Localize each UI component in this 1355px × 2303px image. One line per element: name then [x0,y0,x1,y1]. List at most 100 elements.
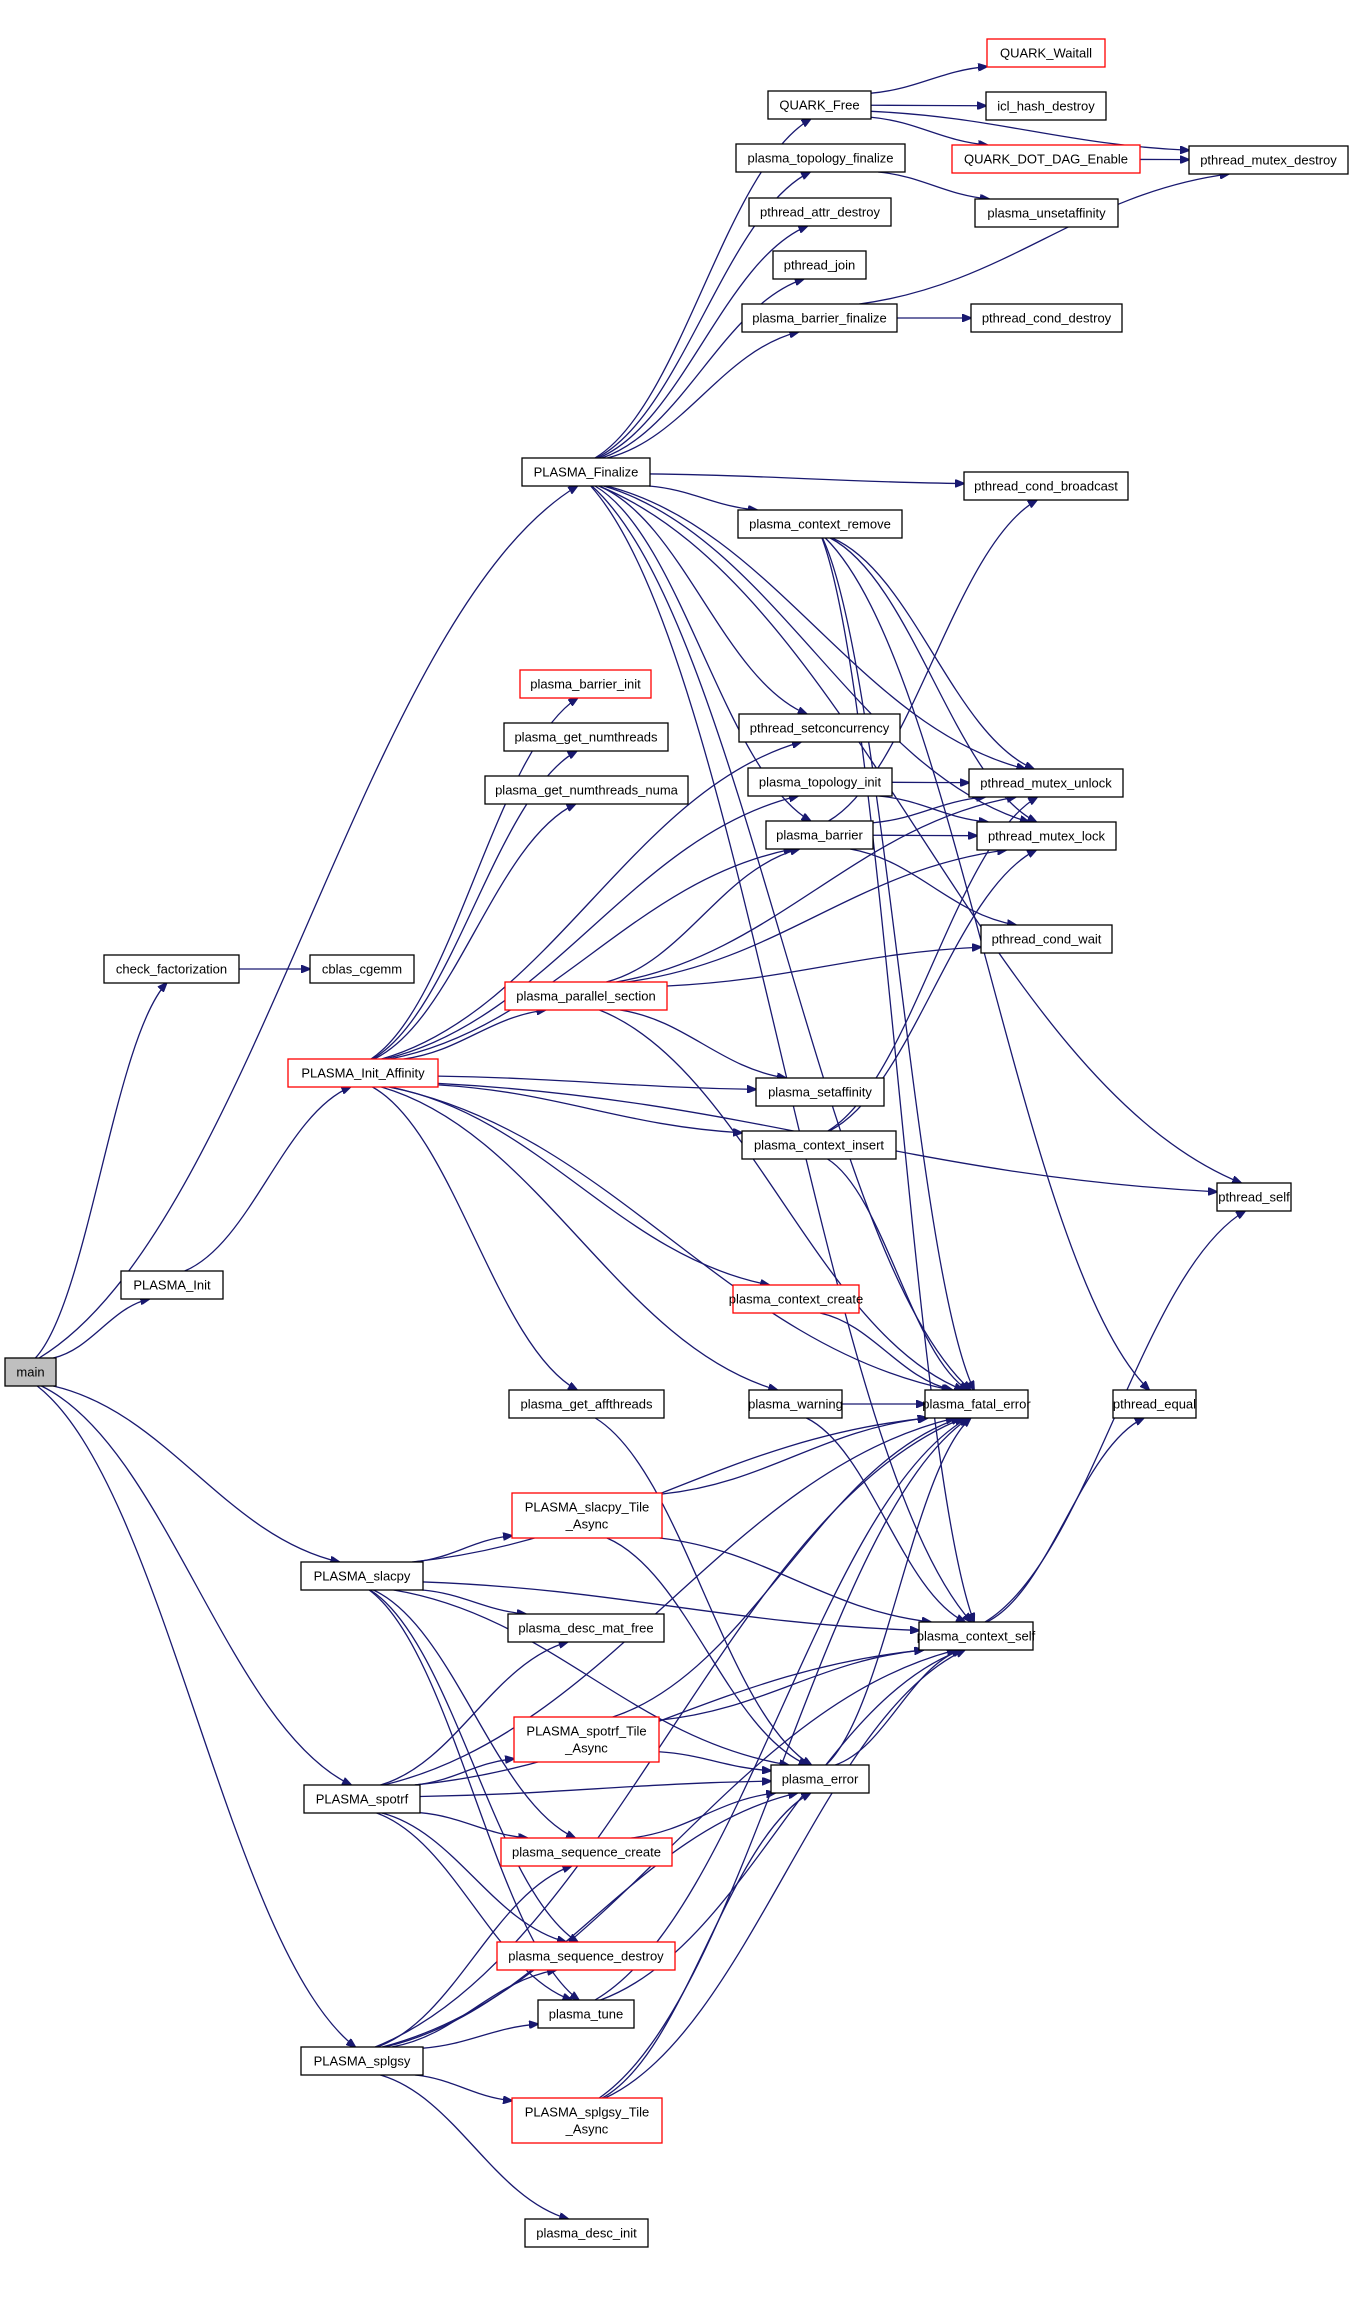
node-plasma-topology-finalize[interactable]: plasma_topology_finalize [735,143,906,173]
node-plasma-warning[interactable]: plasma_warning [748,1389,843,1419]
node-plasma-init[interactable]: PLASMA_Init [120,1270,224,1300]
node-plasma-context-self[interactable]: plasma_context_self [917,1621,1036,1651]
node-check-factorization[interactable]: check_factorization [103,954,240,984]
node-plasma-unsetaffinity[interactable]: plasma_unsetaffinity [974,198,1119,228]
node-box[interactable] [772,250,867,280]
node-box[interactable] [968,768,1124,798]
node-box[interactable] [300,2046,424,2076]
node-plasma-barrier-finalize[interactable]: plasma_barrier_finalize [741,303,898,333]
node-pthread-self[interactable]: pthread_self [1216,1182,1292,1212]
node-box[interactable] [300,1561,424,1591]
node-main[interactable]: main [4,1357,57,1387]
node-box[interactable] [303,1784,421,1814]
node-plasma-fatal-error[interactable]: plasma_fatal_error [922,1389,1031,1419]
node-pthread-cond-broadcast[interactable]: pthread_cond_broadcast [963,471,1129,501]
node-plasma-context-create[interactable]: plasma_context_create [729,1284,863,1314]
node-box[interactable] [511,2097,663,2144]
node-plasma-get-numthreads[interactable]: plasma_get_numthreads [503,722,669,752]
node-box[interactable] [4,1357,57,1387]
node-pthread-attr-destroy[interactable]: pthread_attr_destroy [748,197,892,227]
node-box[interactable] [985,91,1107,121]
node-plasma-splgsy[interactable]: PLASMA_splgsy [300,2046,424,2076]
node-box[interactable] [484,775,689,805]
node-plasma-init-affinity[interactable]: PLASMA_Init_Affinity [287,1058,439,1088]
node-box[interactable] [1216,1182,1292,1212]
node-plasma-slacpy[interactable]: PLASMA_slacpy [300,1561,424,1591]
node-box[interactable] [103,954,240,984]
node-plasma-sequence-destroy[interactable]: plasma_sequence_destroy [496,1941,676,1971]
node-box[interactable] [503,722,669,752]
node-box[interactable] [735,143,906,173]
node-pthread-equal[interactable]: pthread_equal [1112,1389,1197,1419]
node-plasma-finalize[interactable]: PLASMA_Finalize [521,457,651,487]
node-icl-hash-destroy[interactable]: icl_hash_destroy [985,91,1107,121]
node-box[interactable] [513,1716,660,1763]
node-plasma-splgsy-tile-async[interactable]: PLASMA_splgsy_Tile_Async [511,2097,663,2144]
node-plasma-context-insert[interactable]: plasma_context_insert [741,1130,897,1160]
node-box[interactable] [747,767,893,797]
node-box[interactable] [287,1058,439,1088]
node-plasma-context-remove[interactable]: plasma_context_remove [737,509,903,539]
node-box[interactable] [765,820,874,850]
node-box[interactable] [507,1613,665,1643]
node-box[interactable] [918,1621,1034,1651]
node-box[interactable] [770,1764,870,1794]
node-box[interactable] [1188,145,1349,175]
node-box[interactable] [970,303,1123,333]
node-plasma-error[interactable]: plasma_error [770,1764,870,1794]
node-box[interactable] [738,713,901,743]
node-plasma-barrier-init[interactable]: plasma_barrier_init [519,669,652,699]
node-pthread-join[interactable]: pthread_join [772,250,867,280]
node-quark-waitall[interactable]: QUARK_Waitall [986,38,1106,68]
node-box[interactable] [924,1389,1029,1419]
node-plasma-setaffinity[interactable]: plasma_setaffinity [755,1077,885,1107]
node-pthread-mutex-destroy[interactable]: pthread_mutex_destroy [1188,145,1349,175]
node-quark-free[interactable]: QUARK_Free [767,90,872,120]
node-box[interactable] [748,197,892,227]
node-plasma-desc-mat-free[interactable]: plasma_desc_mat_free [507,1613,665,1643]
node-plasma-get-affthreads[interactable]: plasma_get_affthreads [508,1389,665,1419]
node-box[interactable] [309,954,415,984]
node-box[interactable] [767,90,872,120]
node-pthread-mutex-unlock[interactable]: pthread_mutex_unlock [968,768,1124,798]
node-box[interactable] [508,1389,665,1419]
node-box[interactable] [524,2218,649,2248]
node-box[interactable] [732,1284,860,1314]
node-plasma-parallel-section[interactable]: plasma_parallel_section [504,981,668,1011]
node-quark-dot-dag-enable[interactable]: QUARK_DOT_DAG_Enable [951,144,1141,174]
node-box[interactable] [519,669,652,699]
node-plasma-spotrf-tile-async[interactable]: PLASMA_spotrf_Tile_Async [513,1716,660,1763]
node-box[interactable] [976,821,1117,851]
node-plasma-spotrf[interactable]: PLASMA_spotrf [303,1784,421,1814]
node-box[interactable] [511,1492,663,1539]
node-box[interactable] [120,1270,224,1300]
node-box[interactable] [521,457,651,487]
node-box[interactable] [737,509,903,539]
node-cblas-cgemm[interactable]: cblas_cgemm [309,954,415,984]
node-box[interactable] [500,1837,673,1867]
node-box[interactable] [748,1389,843,1419]
node-pthread-cond-destroy[interactable]: pthread_cond_destroy [970,303,1123,333]
node-pthread-cond-wait[interactable]: pthread_cond_wait [980,924,1113,954]
node-box[interactable] [963,471,1129,501]
node-plasma-desc-init[interactable]: plasma_desc_init [524,2218,649,2248]
node-box[interactable] [755,1077,885,1107]
node-plasma-slacpy-tile-async[interactable]: PLASMA_slacpy_Tile_Async [511,1492,663,1539]
node-box[interactable] [504,981,668,1011]
node-plasma-barrier[interactable]: plasma_barrier [765,820,874,850]
node-plasma-get-numthreads-numa[interactable]: plasma_get_numthreads_numa [484,775,689,805]
node-box[interactable] [974,198,1119,228]
node-box[interactable] [980,924,1113,954]
node-plasma-tune[interactable]: plasma_tune [537,1999,635,2029]
node-box[interactable] [1112,1389,1197,1419]
node-box[interactable] [741,1130,897,1160]
node-pthread-mutex-lock[interactable]: pthread_mutex_lock [976,821,1117,851]
node-pthread-setconcurrency[interactable]: pthread_setconcurrency [738,713,901,743]
node-box[interactable] [496,1941,676,1971]
node-box[interactable] [537,1999,635,2029]
node-box[interactable] [951,144,1141,174]
node-plasma-sequence-create[interactable]: plasma_sequence_create [500,1837,673,1867]
node-box[interactable] [986,38,1106,68]
node-box[interactable] [741,303,898,333]
node-plasma-topology-init[interactable]: plasma_topology_init [747,767,893,797]
